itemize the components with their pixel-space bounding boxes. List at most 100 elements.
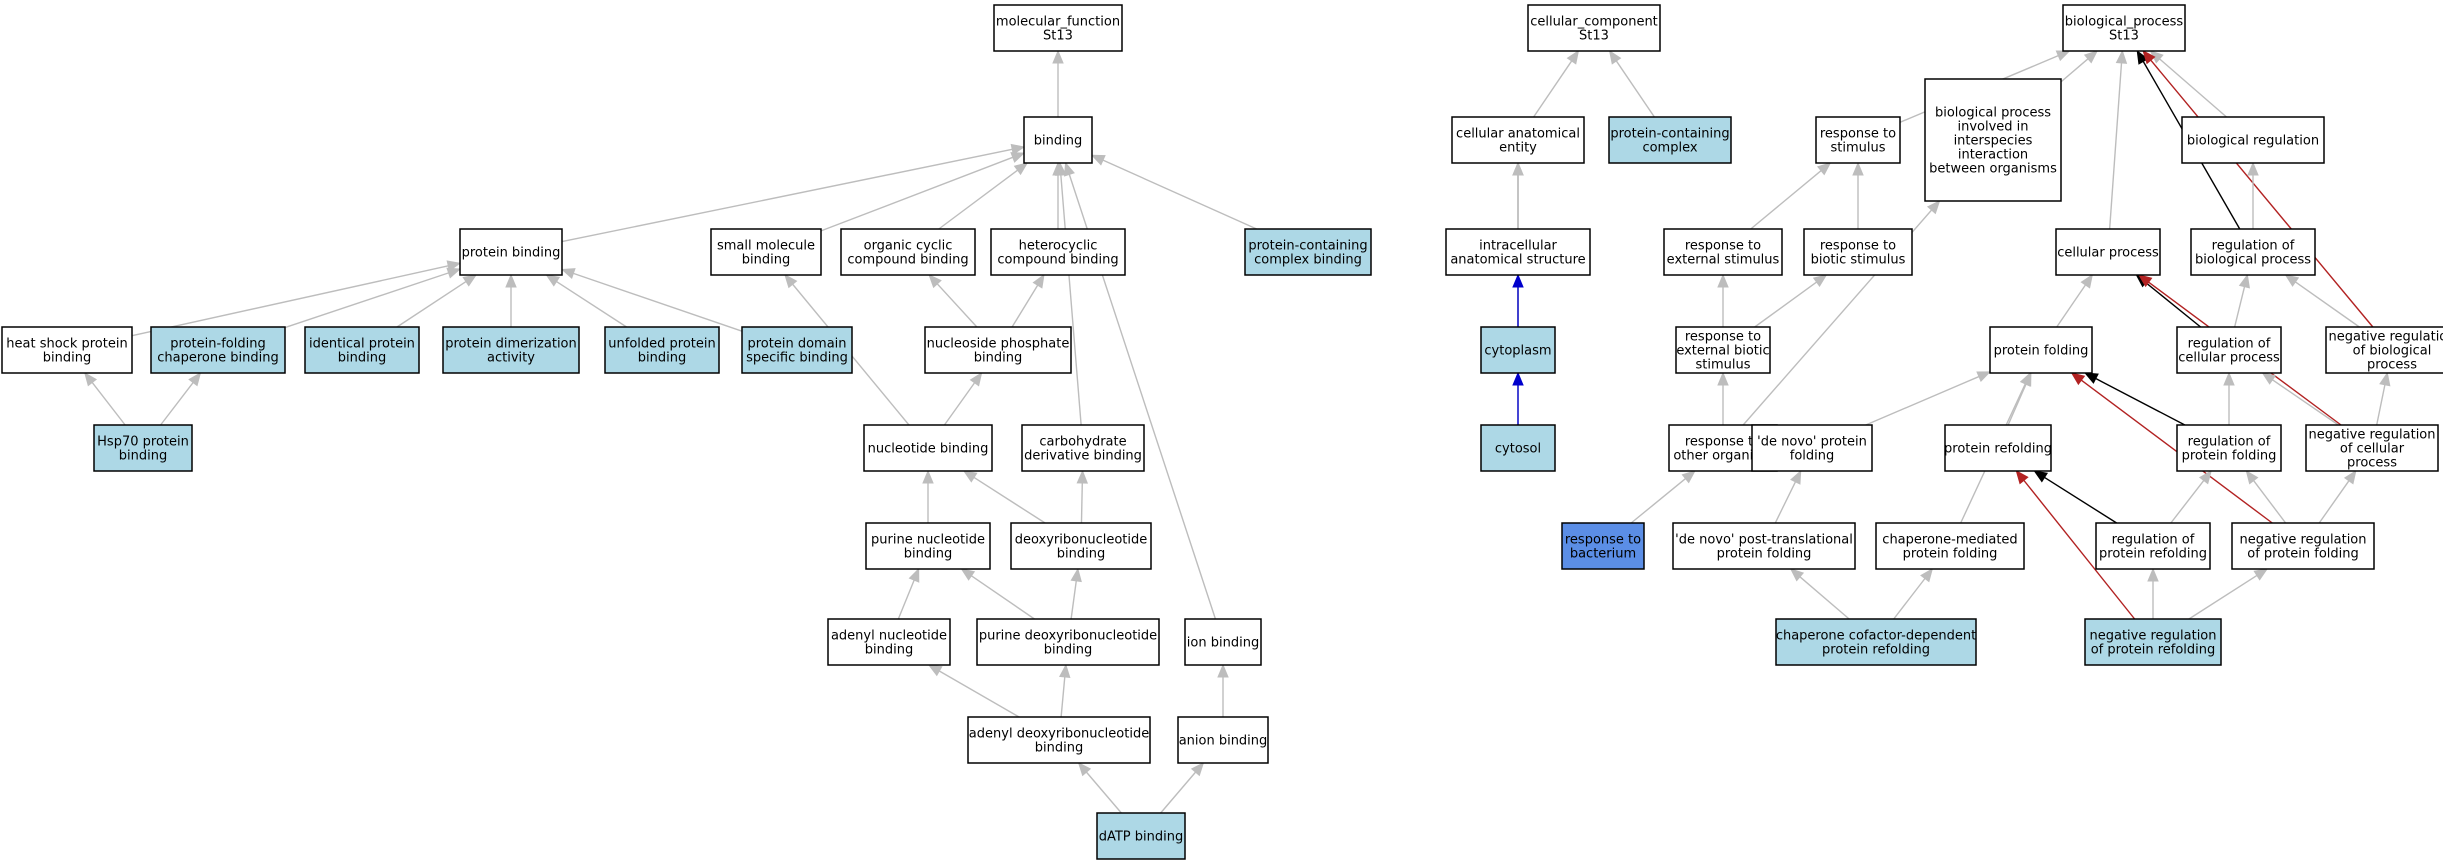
go-term-node-nucb[interactable]: nucleotide binding bbox=[863, 424, 993, 472]
edge-arrowhead bbox=[2238, 273, 2250, 289]
node-label-line: regulation of bbox=[2188, 435, 2271, 450]
go-term-node-binding[interactable]: binding bbox=[1023, 116, 1093, 164]
edge-line bbox=[936, 283, 978, 328]
node-label-line: biological process bbox=[1935, 106, 2051, 121]
go-term-node-protbind[interactable]: protein binding bbox=[459, 228, 563, 276]
node-label-line: other organism bbox=[1673, 449, 1772, 464]
node-box bbox=[442, 326, 580, 374]
node-label-line: complex binding bbox=[1254, 253, 1362, 268]
edge-line bbox=[160, 382, 194, 426]
node-label-line: protein folding bbox=[1994, 344, 2089, 359]
edge-arrowhead bbox=[927, 664, 943, 677]
node-label-line: folding bbox=[1790, 449, 1835, 464]
edge-negregprf-to-regprf bbox=[2147, 567, 2159, 619]
edge-rtb-to-rtoo bbox=[1630, 470, 1696, 524]
edge-bpio-to-bp bbox=[2060, 50, 2099, 83]
node-box bbox=[2231, 522, 2375, 570]
edge-arrowhead bbox=[2343, 469, 2357, 485]
node-label-line: cellular anatomical bbox=[1456, 127, 1580, 142]
node-label-line: identical protein bbox=[309, 337, 415, 352]
node-label-line: cellular process bbox=[2178, 351, 2280, 366]
node-box bbox=[840, 228, 976, 276]
edge-regbp-to-bioreg bbox=[2247, 161, 2259, 229]
go-term-node-cytosol[interactable]: cytosol bbox=[1480, 424, 1556, 472]
node-label-line: binding bbox=[742, 253, 790, 268]
edge-pnb-to-nucb bbox=[922, 469, 934, 523]
edge-regpf-to-pf bbox=[2083, 372, 2186, 426]
node-label-line: specific binding bbox=[746, 351, 848, 366]
go-term-node-datp[interactable]: dATP binding bbox=[1096, 812, 1186, 860]
edge-carbb-to-binding bbox=[1055, 161, 1082, 426]
edge-nucb-to-npb bbox=[943, 371, 983, 426]
node-box bbox=[1445, 228, 1591, 276]
edge-arrowhead bbox=[446, 267, 462, 279]
node-box bbox=[1672, 522, 1856, 570]
edge-line bbox=[2233, 286, 2246, 328]
node-box bbox=[2055, 228, 2161, 276]
go-term-node-ionb[interactable]: ion binding bbox=[1184, 618, 1262, 666]
go-term-node-pf[interactable]: protein folding bbox=[1989, 326, 2093, 374]
node-label-line: organic cyclic bbox=[864, 239, 953, 254]
go-term-node-prf[interactable]: protein refolding bbox=[1944, 424, 2052, 472]
edge-line bbox=[973, 476, 1046, 524]
go-term-node-anionb[interactable]: anion binding bbox=[1177, 716, 1269, 764]
go-term-node-bioreg[interactable]: biological regulation bbox=[2181, 116, 2325, 164]
node-box bbox=[2176, 424, 2282, 472]
edge-smb-to-binding bbox=[820, 152, 1026, 232]
node-label-line: activity bbox=[487, 351, 535, 366]
edge-arrowhead bbox=[1789, 568, 1805, 582]
go-term-node-cytoplasm[interactable]: cytoplasm bbox=[1480, 326, 1556, 374]
go-term-node-cellproc[interactable]: cellular process bbox=[2055, 228, 2161, 276]
node-label-line: bacterium bbox=[1570, 547, 1636, 562]
node-label-line: nucleotide binding bbox=[868, 442, 989, 457]
node-label-line: process bbox=[2347, 456, 2397, 471]
node-label-line: nucleoside phosphate bbox=[927, 337, 1070, 352]
node-label-line: negative regulation bbox=[2328, 330, 2443, 345]
edge-line bbox=[943, 382, 976, 426]
